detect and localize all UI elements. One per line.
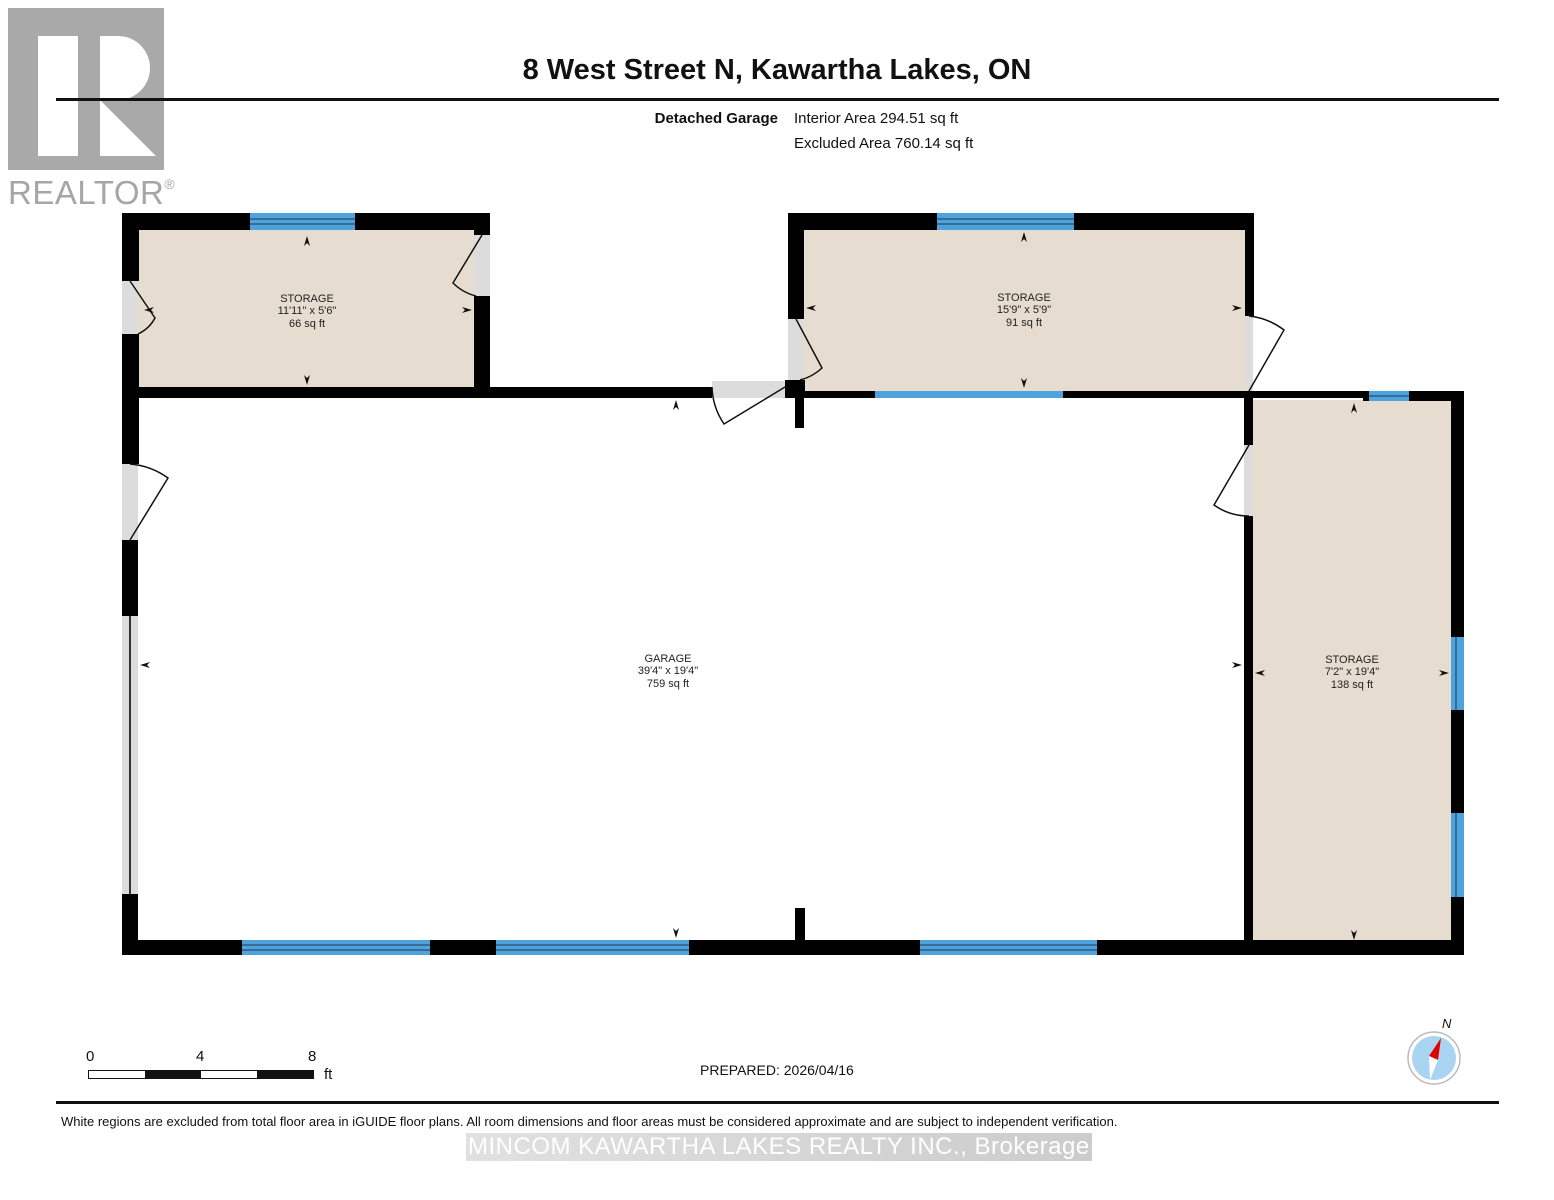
north-compass-icon: N — [1404, 1014, 1466, 1086]
brokerage-watermark: MINCOM KAWARTHA LAKES REALTY INC., Broke… — [466, 1133, 1092, 1161]
room-dimensions: 15'9" x 5'9" — [997, 304, 1051, 316]
footer-divider — [56, 1101, 1499, 1104]
excluded-area: Excluded Area 760.14 sq ft — [794, 135, 974, 152]
room-label-storage-2: STORAGE 15'9" x 5'9" 91 sq ft — [997, 292, 1051, 329]
page-title: 8 West Street N, Kawartha Lakes, ON — [522, 54, 1032, 86]
room-storage-1-fill — [138, 230, 475, 389]
scale-bar: 0 4 8 ft — [86, 1048, 356, 1088]
prepared-date: PREPARED: 2026/04/16 — [700, 1062, 854, 1078]
room-dimensions: 11'11" x 5'6" — [278, 305, 337, 317]
realtor-r-logo-icon — [8, 8, 164, 170]
room-dimensions: 39'4" x 19'4" — [638, 665, 698, 677]
scale-label-4: 4 — [196, 1048, 205, 1065]
room-name: STORAGE — [280, 293, 334, 305]
scale-unit: ft — [324, 1066, 333, 1083]
room-storage-3-fill — [1252, 400, 1452, 942]
realtor-wordmark: REALTOR® — [8, 174, 176, 211]
room-name: STORAGE — [1325, 654, 1379, 666]
room-storage-2-fill — [803, 230, 1245, 391]
header-divider — [56, 98, 1499, 101]
building-name: Detached Garage — [654, 110, 778, 127]
windows — [242, 213, 1464, 955]
door-openings — [122, 235, 1253, 894]
room-dimensions: 7'2" x 19'4" — [1325, 666, 1379, 678]
compass-north-label: N — [1442, 1016, 1452, 1031]
scale-ruler — [88, 1070, 314, 1079]
room-name: GARAGE — [644, 653, 691, 665]
realtor-logo: REALTOR® — [8, 8, 175, 211]
scale-label-8: 8 — [308, 1048, 317, 1065]
interior-area: Interior Area 294.51 sq ft — [794, 110, 959, 127]
scale-label-0: 0 — [86, 1048, 95, 1065]
room-name: STORAGE — [997, 292, 1051, 304]
walls — [122, 213, 1464, 955]
room-area: 66 sq ft — [289, 318, 325, 330]
disclaimer-text: White regions are excluded from total fl… — [61, 1114, 1118, 1129]
room-area: 759 sq ft — [647, 678, 689, 690]
room-label-garage: GARAGE 39'4" x 19'4" 759 sq ft — [638, 653, 698, 690]
room-area: 138 sq ft — [1331, 679, 1373, 691]
room-area: 91 sq ft — [1006, 317, 1042, 329]
door-swings — [129, 234, 1285, 541]
dimension-arrows — [140, 232, 1449, 940]
room-label-storage-1: STORAGE 11'11" x 5'6" 66 sq ft — [278, 293, 337, 330]
room-label-storage-3: STORAGE 7'2" x 19'4" 138 sq ft — [1325, 654, 1379, 691]
